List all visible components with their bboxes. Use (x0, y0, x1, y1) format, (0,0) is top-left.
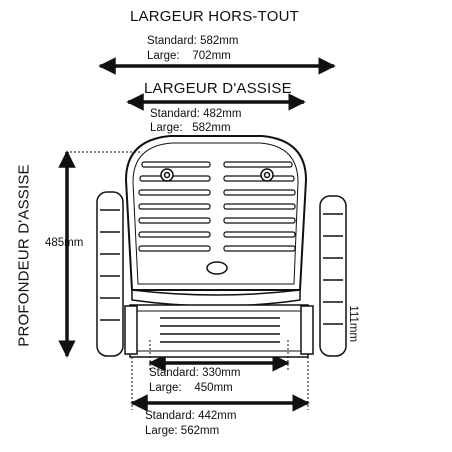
base-width-large: Large: 562mm (145, 425, 220, 437)
seat-width-large: Large: 582mm (150, 122, 231, 134)
base-width-standard: Standard: 442mm (145, 410, 237, 422)
seat-outline (124, 135, 308, 291)
seat-depth-value: 485mm (45, 237, 84, 249)
lower-width-standard: Standard: 330mm (149, 367, 241, 379)
overall-width-standard: Standard: 582mm (147, 35, 239, 47)
seat-logo (206, 261, 228, 275)
extension-lines (70, 151, 309, 410)
seat-front-lip (131, 289, 301, 307)
seat-slots (138, 161, 296, 252)
seat-bolts (160, 168, 274, 182)
overall-width-large: Large: 702mm (147, 50, 231, 62)
seat-width-standard: Standard: 482mm (150, 108, 242, 120)
seat-depth-title: PROFONDEUR D'ASSISE (15, 164, 33, 347)
seat-base (124, 304, 314, 358)
seat-width-title: LARGEUR D'ASSISE (144, 80, 292, 97)
right-armrest (319, 195, 347, 357)
overall-width-title: LARGEUR HORS-TOUT (130, 8, 299, 25)
height-value: 111mm (346, 305, 359, 343)
left-armrest (96, 191, 124, 357)
lower-width-large: Large: 450mm (149, 382, 233, 394)
